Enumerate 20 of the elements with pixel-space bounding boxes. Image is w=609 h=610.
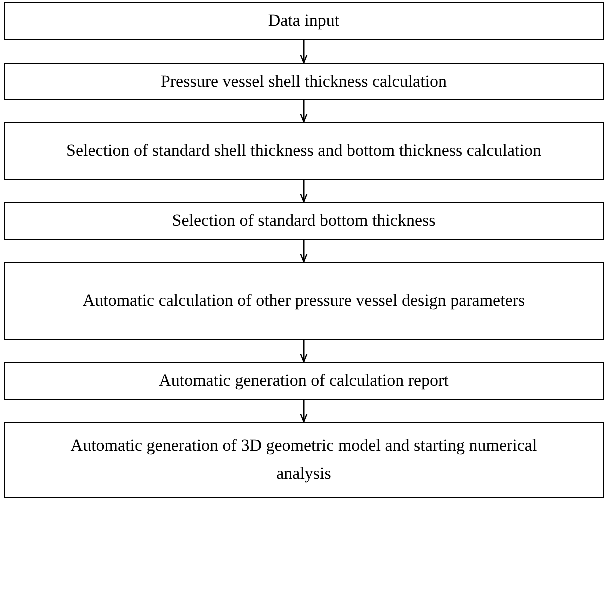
arrow (300, 400, 308, 423)
arrow (300, 40, 308, 64)
process-box (4, 63, 604, 100)
box-label: Automatic generation of calculation report (159, 370, 449, 392)
box-label: Selection of standard shell thickness and bottom thickness calculation (66, 140, 542, 162)
arrow (300, 180, 308, 203)
process-box (4, 2, 604, 40)
box-label: Automatic calculation of other pressure vessel design parameters (82, 290, 526, 312)
box-label: Pressure vessel shell thickness calculation (160, 70, 448, 92)
arrow (300, 240, 308, 263)
process-box (4, 202, 604, 240)
box-label: Data input (268, 10, 340, 32)
process-box (4, 262, 604, 340)
arrow (300, 100, 308, 123)
box-label: Automatic generation of 3D geometric model and starting numerical analysis (70, 435, 538, 485)
box-label: Selection of standard bottom thickness (172, 210, 436, 232)
process-box (4, 422, 604, 498)
process-box (4, 362, 604, 400)
arrow (300, 340, 308, 363)
process-box (4, 122, 604, 180)
